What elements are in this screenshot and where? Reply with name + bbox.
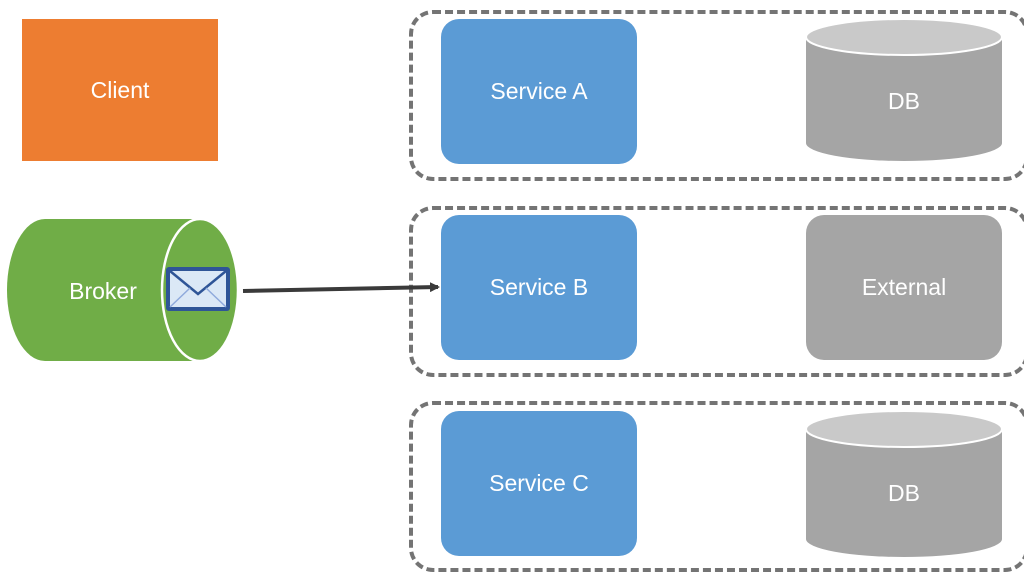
client-label: Client — [90, 76, 150, 103]
service-b-node: Service B — [441, 215, 637, 360]
service-group-b — [409, 206, 1024, 377]
db-a-label: DB — [888, 88, 920, 114]
db-c-cylinder — [805, 410, 1003, 557]
service-c-label: Service C — [489, 470, 589, 496]
broker-to-service-b-arrow — [242, 282, 440, 293]
service-group-a — [409, 10, 1024, 181]
broker-label: Broker — [69, 278, 137, 304]
service-c-node: Service C — [441, 411, 637, 556]
message-envelope-icon — [166, 267, 230, 311]
external-label: External — [861, 274, 947, 300]
service-group-c — [409, 401, 1024, 572]
service-a-label: Service A — [490, 78, 588, 104]
db-c-label: DB — [888, 480, 920, 506]
service-b-label: Service B — [489, 274, 589, 300]
client-node: Client — [22, 19, 218, 161]
db-a-cylinder — [805, 18, 1003, 161]
external-node: External — [806, 215, 1002, 360]
service-a-node: Service A — [441, 19, 637, 164]
